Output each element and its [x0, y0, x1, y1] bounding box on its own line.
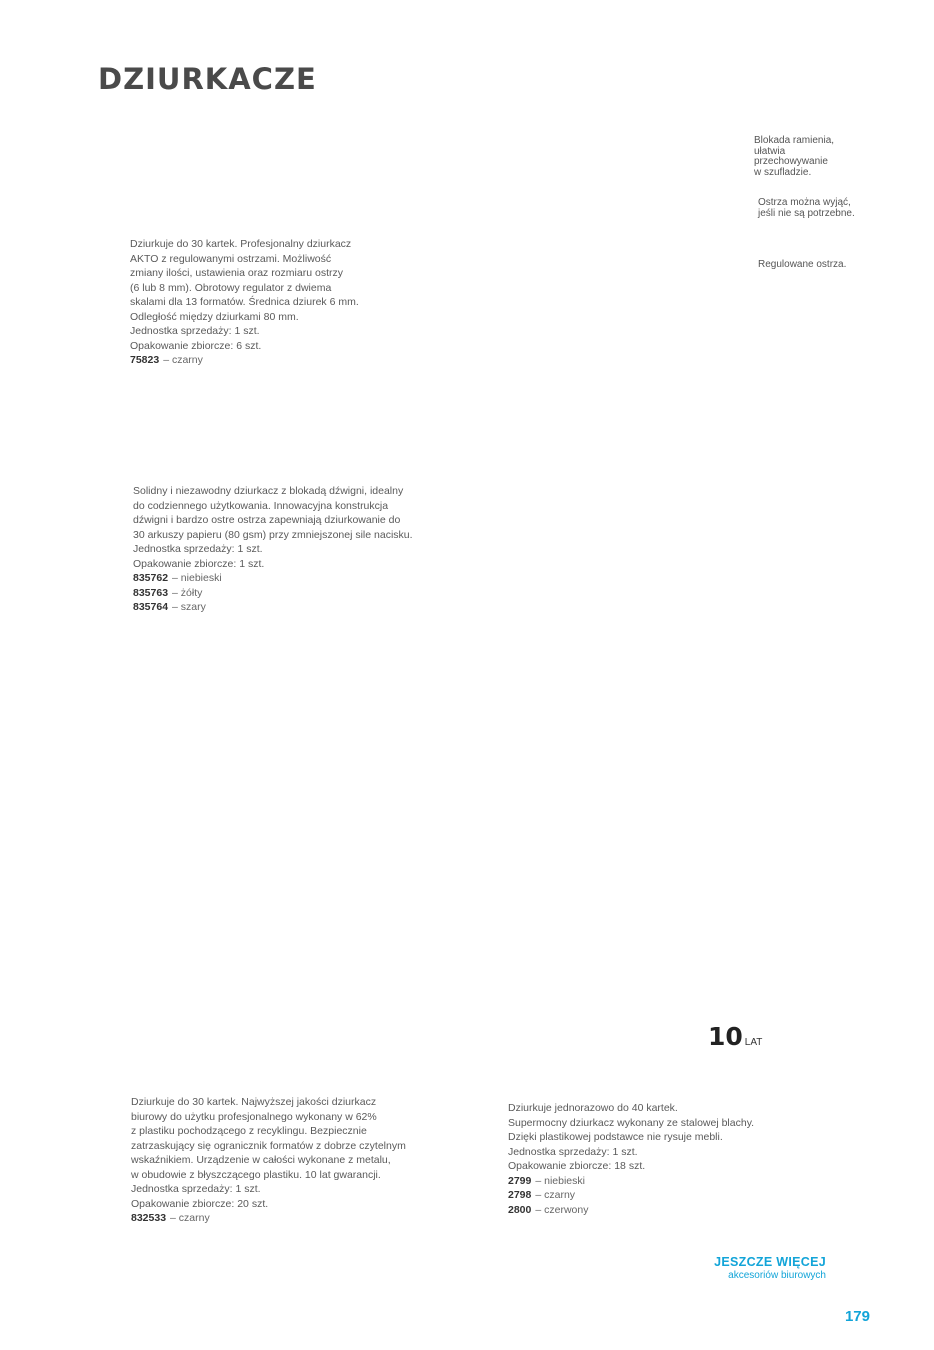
desc-line: zatrzaskujący się ogranicznik formatów z…	[131, 1139, 406, 1152]
product-color: – niebieski	[172, 572, 222, 584]
desc-line: Dzięki plastikowej podstawce nie rysuje …	[508, 1131, 723, 1143]
desc-line: dźwigni i bardzo ostre ostrza zapewniają…	[133, 514, 401, 526]
desc-line: Jednostka sprzedaży: 1 szt.	[133, 543, 263, 555]
product-color: – szary	[172, 601, 206, 613]
product-code: 835762	[133, 572, 169, 584]
desc-line: 30 arkuszy papieru (80 gsm) przy zmniejs…	[133, 528, 413, 541]
product-description-recycled: Dziurkuje do 30 kartek. Najwyższej jakoś…	[131, 1095, 406, 1226]
desc-line: AKTO z regulowanymi ostrzami. Możliwość	[130, 252, 332, 265]
desc-line: skalami dla 13 formatów. Średnica dziure…	[130, 296, 359, 308]
desc-line: Supermocny dziurkacz wykonany ze stalowe…	[508, 1116, 755, 1129]
product-codes: 835762– niebieski 835763– żółty 835764– …	[133, 571, 413, 615]
product-color: – czarny	[163, 354, 203, 366]
product-color: – czarny	[170, 1212, 210, 1224]
desc-line: z plastiku pochodzącego z recyklingu. Be…	[131, 1125, 367, 1137]
more-accessories-subtitle: akcesoriów biurowych	[728, 1270, 826, 1281]
product-code: 832533	[131, 1212, 167, 1224]
desc-line: (6 lub 8 mm). Obrotowy regulator z dwiem…	[130, 281, 332, 294]
product-code-row: 2800– czerwony	[508, 1203, 754, 1218]
product-code-row: 832533– czarny	[131, 1211, 406, 1226]
desc-line: Jednostka sprzedaży: 1 szt.	[131, 1183, 261, 1195]
note-line: Ostrza można wyjąć,	[758, 197, 851, 208]
desc-line: zmiany ilości, ustawienia oraz rozmiaru …	[130, 267, 343, 279]
desc-line: Dziurkuje do 30 kartek. Profesjonalny dz…	[130, 238, 352, 250]
product-code-row: 835762– niebieski	[133, 571, 413, 586]
product-code: 2800	[508, 1203, 532, 1216]
product-color: – czerwony	[535, 1203, 589, 1216]
desc-line: Opakowanie zbiorcze: 20 szt.	[131, 1197, 269, 1210]
page-title: DZIURKACZE	[98, 62, 317, 96]
desc-line: biurowy do użytku profesjonalnego wykona…	[131, 1110, 377, 1123]
note-line: przechowywanie	[754, 156, 828, 167]
note-line: Blokada ramienia,	[754, 135, 835, 146]
product-color: – niebieski	[535, 1174, 585, 1187]
warranty-years: 10	[708, 1022, 743, 1051]
warranty-unit: LAT	[744, 1037, 763, 1048]
product-color: – żółty	[172, 586, 203, 599]
more-accessories-link[interactable]: JESZCZE WIĘCEJ akcesoriów biurowych	[714, 1255, 826, 1281]
desc-line: Jednostka sprzedaży: 1 szt.	[130, 325, 260, 337]
desc-line: Opakowanie zbiorcze: 18 szt.	[508, 1160, 646, 1172]
desc-line: Opakowanie zbiorcze: 6 szt.	[130, 339, 262, 352]
desc-line: Dziurkuje jednorazowo do 40 kartek.	[508, 1102, 678, 1114]
note-line: ułatwia	[754, 145, 786, 157]
product-code-row: 835764– szary	[133, 600, 413, 615]
note-line: w szufladzie.	[754, 166, 812, 178]
desc-line: Jednostka sprzedaży: 1 szt.	[508, 1145, 638, 1158]
product-description-heavy-duty: Dziurkuje jednorazowo do 40 kartek. Supe…	[508, 1101, 754, 1217]
product-description-akto: Dziurkuje do 30 kartek. Profesjonalny dz…	[130, 237, 359, 368]
desc-line: Opakowanie zbiorcze: 1 szt.	[133, 557, 265, 570]
product-code-row: 75823– czarny	[130, 353, 359, 368]
product-code: 2799	[508, 1174, 532, 1187]
product-code: 835764	[133, 601, 169, 613]
product-code-row: 2799– niebieski	[508, 1174, 754, 1189]
note-line: Regulowane ostrza.	[758, 259, 847, 270]
feature-note-blades-adjustable: Regulowane ostrza.	[758, 259, 847, 271]
product-code-row: 2798– czarny	[508, 1188, 754, 1203]
page-number: 179	[844, 1308, 870, 1325]
more-accessories-title: JESZCZE WIĘCEJ	[714, 1255, 826, 1269]
desc-line: Solidny i niezawodny dziurkacz z blokadą…	[133, 485, 404, 497]
feature-note-lock: Blokada ramienia, ułatwia przechowywanie…	[754, 135, 835, 178]
feature-note-blades-removable: Ostrza można wyjąć, jeśli nie są potrzeb…	[758, 197, 855, 219]
product-code: 2798	[508, 1189, 532, 1201]
product-description-lever-lock: Solidny i niezawodny dziurkacz z blokadą…	[133, 484, 413, 615]
note-line: jeśli nie są potrzebne.	[758, 207, 855, 219]
desc-line: Dziurkuje do 30 kartek. Najwyższej jakoś…	[131, 1096, 377, 1108]
product-code: 75823	[130, 354, 160, 366]
product-color: – czarny	[535, 1189, 576, 1201]
product-code: 835763	[133, 586, 169, 599]
product-codes: 832533– czarny	[131, 1211, 406, 1226]
product-codes: 2799– niebieski 2798– czarny 2800– czerw…	[508, 1174, 754, 1218]
product-code-row: 835763– żółty	[133, 586, 413, 601]
desc-line: w obudowie z błyszczącego plastiku. 10 l…	[131, 1168, 381, 1181]
desc-line: wskaźnikiem. Urządzenie w całości wykona…	[131, 1154, 391, 1166]
desc-line: do codziennego użytkowania. Innowacyjna …	[133, 499, 389, 512]
product-codes: 75823– czarny	[130, 353, 359, 368]
desc-line: Odległość między dziurkami 80 mm.	[130, 310, 299, 323]
